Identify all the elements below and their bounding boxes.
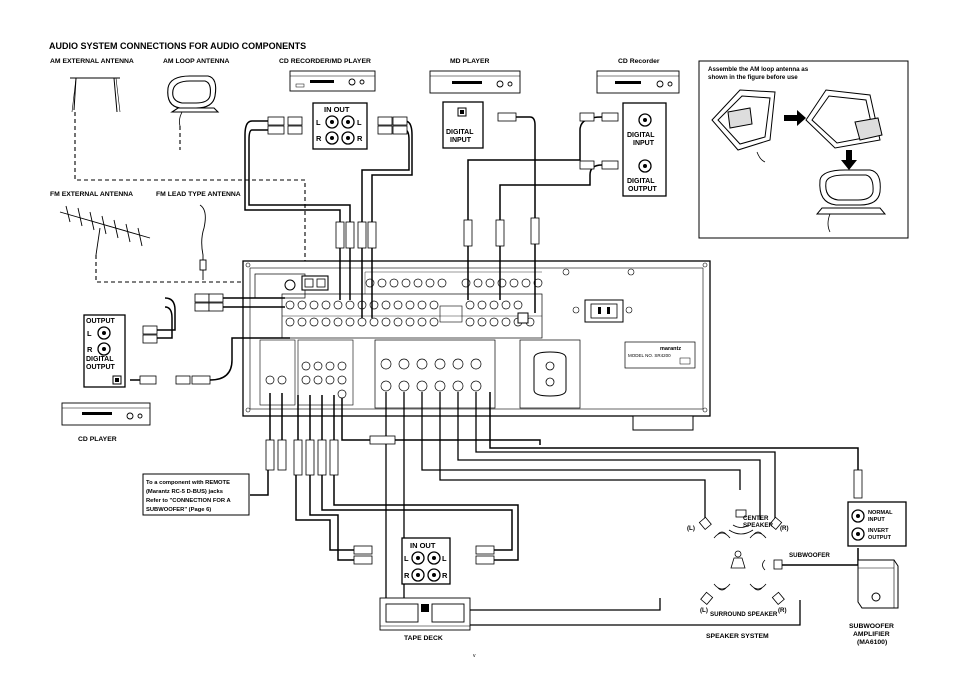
tape-r-right: R	[442, 571, 448, 580]
antenna-dashed-wires	[74, 112, 306, 283]
fm-lead-antenna-label: FM LEAD TYPE ANTENNA	[156, 191, 241, 198]
cd-recorder-unit	[596, 70, 680, 94]
cdr-digital-input-2: INPUT	[633, 140, 655, 147]
receiver-model-label: MODEL NO. SR4200	[628, 353, 671, 358]
subwoofer-amp-panel: NORMAL INPUT INVERT OUTPUT	[847, 501, 907, 547]
surround-right-label: (R)	[778, 607, 787, 614]
receiver-jacks	[265, 278, 543, 399]
cd-player-unit	[61, 402, 151, 426]
cd-player-l-label: L	[87, 329, 92, 338]
normal-input-2: INPUT	[868, 517, 885, 523]
am-external-antenna-label: AM EXTERNAL ANTENNA	[50, 58, 134, 65]
md-digital-input-panel: DIGITAL INPUT	[442, 101, 484, 149]
tape-l-right: L	[442, 554, 447, 563]
tape-r-left: R	[404, 571, 410, 580]
subwoofer-amp-label-3: (MA6100)	[857, 639, 887, 646]
cdr-md-player-label: CD RECORDER/MD PLAYER	[279, 58, 371, 65]
am-assembly-note-2: shown in the figure before use	[708, 74, 798, 81]
page-number: v	[473, 653, 476, 659]
connector-plugs	[139, 112, 863, 565]
cdr-digital-output-1: DIGITAL	[627, 178, 655, 185]
subwoofer-label: SUBWOOFER	[789, 552, 830, 559]
subwoofer-amp-label-1: SUBWOOFER	[849, 623, 894, 630]
cd-recorder-label: CD Recorder	[618, 58, 660, 65]
speaker-system	[698, 509, 785, 605]
cdr-md-r-right: R	[357, 134, 363, 143]
invert-output-2: OUTPUT	[868, 535, 892, 541]
cdr-md-player-unit	[289, 70, 376, 92]
receiver-digital-out-jack	[517, 312, 529, 324]
cdr-md-jack-panel: IN OUT L R L R	[312, 102, 368, 150]
subwoofer-amp-label-2: AMPLIFIER	[853, 631, 890, 638]
remote-note-box: To a component with REMOTE (Marantz RC-5…	[142, 473, 250, 516]
front-left-label: (L)	[687, 525, 695, 532]
center-speaker-label-2: SPEAKER	[743, 522, 773, 529]
tape-jack-panel: IN OUT L R L R	[401, 537, 451, 585]
center-speaker-label-1: CENTER	[743, 515, 769, 522]
tape-l-left: L	[404, 554, 409, 563]
md-digital-label: DIGITAL	[446, 129, 474, 136]
cdr-md-in-out-label: IN OUT	[324, 105, 350, 114]
surround-left-label: (L)	[700, 607, 708, 614]
tape-deck-label: TAPE DECK	[404, 635, 443, 642]
am-loop-antenna	[167, 75, 220, 127]
front-right-label: (R)	[780, 525, 789, 532]
fm-lead-antenna	[199, 204, 207, 280]
fm-external-antenna-label: FM EXTERNAL ANTENNA	[50, 191, 133, 198]
cdr-md-l-left: L	[316, 118, 321, 127]
cd-player-r-label: R	[87, 345, 93, 354]
tape-deck-unit	[379, 597, 471, 631]
receiver-brand-label: marantz	[660, 346, 681, 352]
remote-note-line4: SUBWOOFER" (Page 6)	[146, 507, 211, 513]
cd-recorder-jack-panel: DIGITAL INPUT DIGITAL OUTPUT	[622, 102, 667, 197]
am-external-antenna	[70, 77, 121, 113]
tape-in-out-label: IN OUT	[410, 541, 436, 550]
remote-note-line3: Refer to "CONNECTION FOR A	[146, 498, 231, 504]
md-player-label: MD PLAYER	[450, 58, 489, 65]
remote-note-line1: To a component with REMOTE	[146, 480, 230, 486]
am-loop-antenna-label: AM LOOP ANTENNA	[163, 58, 230, 65]
remote-note-line2: (Marantz RC-5 D-BUS) jacks	[146, 489, 223, 495]
invert-output-1: INVERT	[868, 528, 889, 534]
cd-player-output-label: OUTPUT	[86, 318, 116, 325]
cd-player-label: CD PLAYER	[78, 436, 117, 443]
cdr-digital-input-1: DIGITAL	[627, 132, 655, 139]
normal-input-1: NORMAL	[868, 510, 893, 516]
subwoofer-unit	[857, 559, 899, 609]
cdr-md-l-right: L	[357, 118, 362, 127]
fm-external-antenna	[59, 205, 151, 256]
cd-player-digital-output-label: OUTPUT	[86, 364, 116, 371]
cd-player-digital-label: DIGITAL	[86, 356, 114, 363]
am-assembly-box: Assemble the AM loop antenna as shown in…	[698, 60, 909, 239]
surround-speaker-label: SURROUND SPEAKER	[710, 611, 778, 618]
cdr-md-r-left: R	[316, 134, 322, 143]
am-assembly-note-1: Assemble the AM loop antenna as	[708, 66, 809, 73]
md-player-unit	[429, 70, 521, 94]
diagram-title: AUDIO SYSTEM CONNECTIONS FOR AUDIO COMPO…	[49, 41, 306, 51]
md-input-label: INPUT	[450, 137, 472, 144]
speaker-system-label: SPEAKER SYSTEM	[706, 633, 769, 640]
cd-player-jack-panel: OUTPUT L R DIGITAL OUTPUT	[83, 314, 126, 388]
cdr-digital-output-2: OUTPUT	[628, 186, 658, 193]
